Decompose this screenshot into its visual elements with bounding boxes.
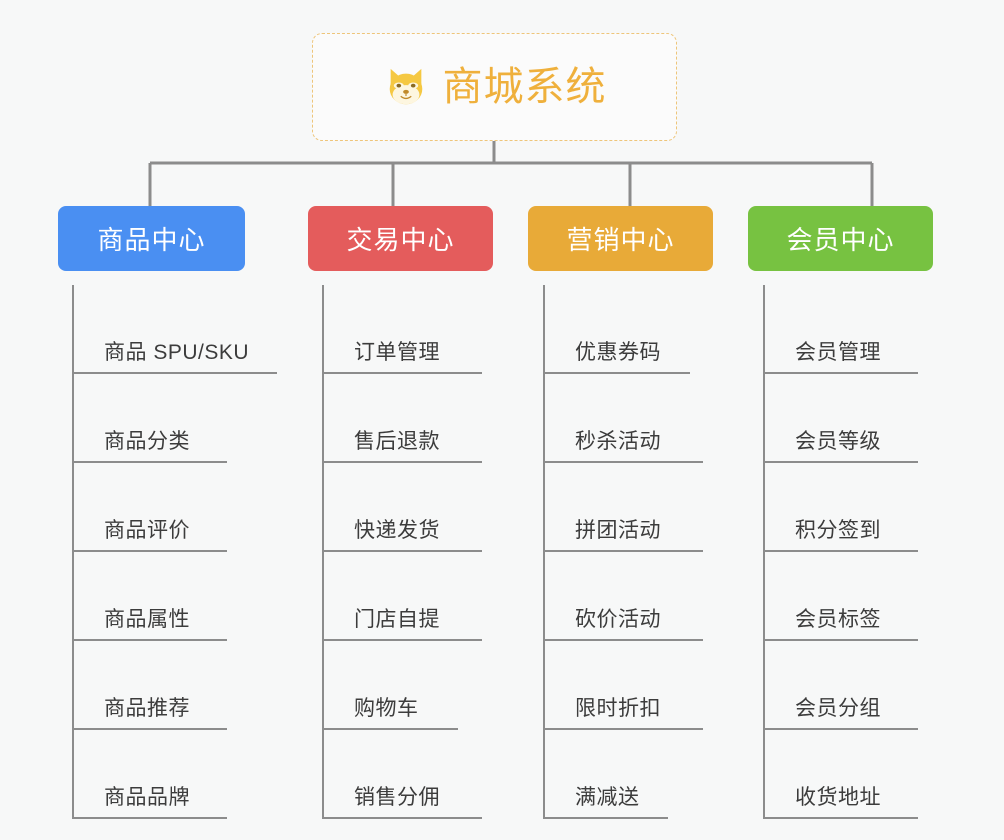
leaf-label: 会员分组 <box>795 697 881 720</box>
leaf-label: 订单管理 <box>354 341 440 364</box>
leaf-label: 拼团活动 <box>575 519 661 542</box>
branch-spine <box>763 285 765 819</box>
leaf-underline <box>72 817 227 819</box>
leaf-label: 积分签到 <box>795 519 881 542</box>
leaf-underline <box>322 728 458 730</box>
leaf-underline <box>543 550 703 552</box>
leaf-underline <box>543 461 703 463</box>
leaf-underline <box>72 728 227 730</box>
category-label: 营销中心 <box>566 225 675 255</box>
leaf-label: 会员等级 <box>795 430 881 453</box>
category-box-4[interactable]: 会员中心 <box>748 206 933 271</box>
leaf-label: 售后退款 <box>354 430 440 453</box>
leaf-label: 商品 SPU/SKU <box>104 341 250 364</box>
dog-face-icon <box>383 65 429 111</box>
leaf-underline <box>322 372 482 374</box>
leaf-label: 满减送 <box>575 786 640 809</box>
category-label: 会员中心 <box>786 225 895 255</box>
leaf-underline <box>322 817 482 819</box>
category-box-1[interactable]: 商品中心 <box>58 206 245 271</box>
leaf-underline <box>763 550 918 552</box>
branch-spine <box>72 285 74 819</box>
leaf-underline <box>543 728 703 730</box>
leaf-label: 限时折扣 <box>575 697 661 720</box>
root-title: 商城系统 <box>442 65 607 109</box>
leaf-label: 购物车 <box>354 697 419 720</box>
leaf-label: 会员管理 <box>795 341 881 364</box>
leaf-label: 商品评价 <box>104 519 190 542</box>
leaf-label: 秒杀活动 <box>575 430 661 453</box>
category-box-2[interactable]: 交易中心 <box>308 206 493 271</box>
leaf-underline <box>322 461 482 463</box>
leaf-underline <box>763 639 918 641</box>
leaf-label: 销售分佣 <box>354 786 440 809</box>
leaf-label: 快递发货 <box>354 519 440 542</box>
leaf-underline <box>763 817 918 819</box>
leaf-label: 商品属性 <box>104 608 190 631</box>
leaf-label: 门店自提 <box>354 608 440 631</box>
leaf-underline <box>322 550 482 552</box>
category-label: 交易中心 <box>346 225 455 255</box>
leaf-underline <box>72 550 227 552</box>
leaf-underline <box>543 817 668 819</box>
leaf-label: 商品品牌 <box>104 786 190 809</box>
category-label: 商品中心 <box>97 225 206 255</box>
leaf-underline <box>763 728 918 730</box>
leaf-label: 会员标签 <box>795 608 881 631</box>
leaf-underline <box>763 461 918 463</box>
category-box-3[interactable]: 营销中心 <box>528 206 713 271</box>
leaf-underline <box>72 372 277 374</box>
leaf-label: 砍价活动 <box>575 608 661 631</box>
leaf-underline <box>72 639 227 641</box>
leaf-underline <box>763 372 918 374</box>
leaf-label: 商品推荐 <box>104 697 190 720</box>
leaf-underline <box>543 372 690 374</box>
branch-spine <box>322 285 324 819</box>
leaf-label: 收货地址 <box>795 786 881 809</box>
leaf-label: 商品分类 <box>104 430 190 453</box>
leaf-underline <box>543 639 703 641</box>
leaf-underline <box>322 639 482 641</box>
leaf-underline <box>72 461 227 463</box>
branch-spine <box>543 285 545 819</box>
root-node[interactable]: 商城系统 <box>312 33 677 141</box>
leaf-label: 优惠券码 <box>575 341 661 364</box>
